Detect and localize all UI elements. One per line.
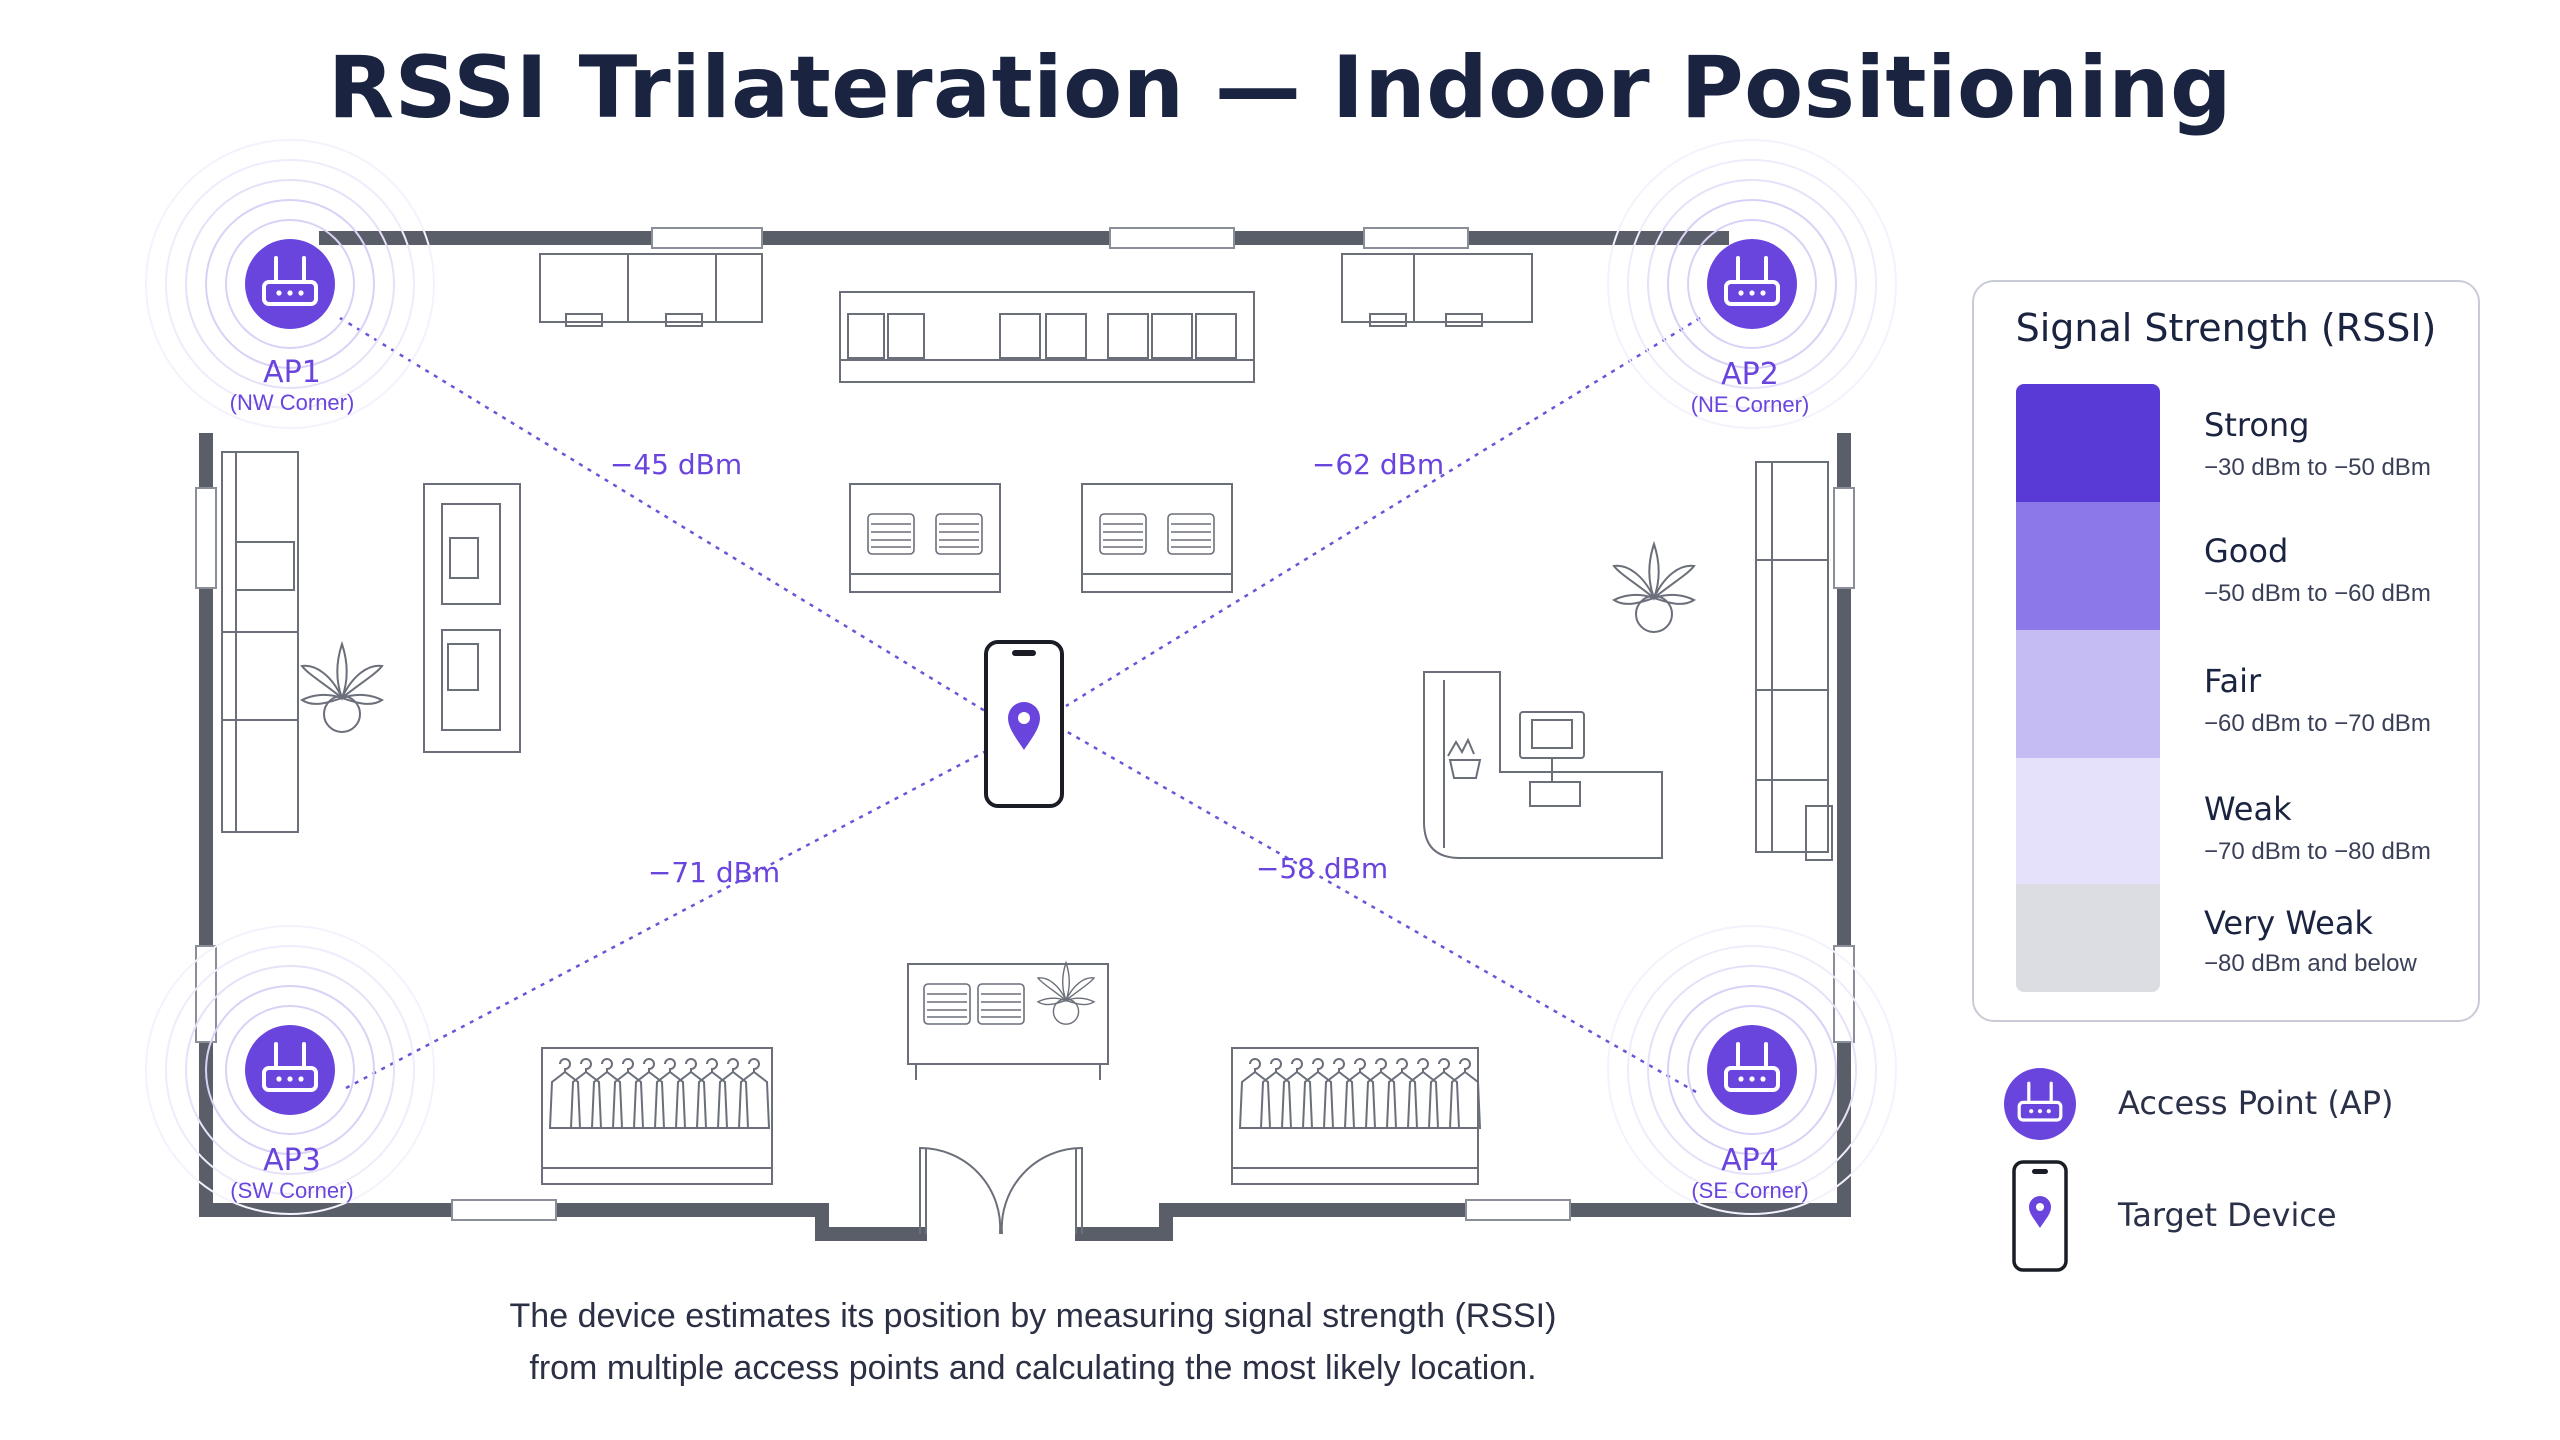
bottom-table [907,963,1109,1080]
swatch-weak [2016,758,2160,884]
caption-line-2: from multiple access points and calculat… [529,1349,1537,1387]
clothing-racks [541,1047,1479,1185]
plant-icon [1613,543,1695,633]
access-point-key-icon [2002,1066,2078,1142]
level-very-weak-range: −80 dBm and below [2204,950,2417,977]
level-very-weak-name: Very Weak [2204,904,2373,942]
ap3-location: (SW Corner) [230,1178,353,1203]
swatch-good [2016,502,2160,630]
checkout-counter [1423,671,1663,859]
level-good-range: −50 dBm to −60 dBm [2204,580,2431,607]
level-strong-name: Strong [2204,406,2310,444]
swatch-fair [2016,630,2160,758]
legend-title: Signal Strength (RSSI) [2015,306,2437,350]
target-device[interactable] [984,640,1064,808]
swatch-very-weak [2016,884,2160,992]
ap4-location: (SE Corner) [1691,1178,1808,1203]
windows [195,227,1855,1221]
ap1-location: (NW Corner) [230,390,355,415]
ap2-name: AP2 [1721,357,1779,392]
ap3-name: AP3 [263,1143,321,1178]
level-weak-range: −70 dBm to −80 dBm [2204,838,2431,865]
rssi-ap1: −45 dBm [610,448,742,481]
level-good-name: Good [2204,532,2289,570]
ap4-name: AP4 [1721,1143,1779,1178]
ap2-location: (NE Corner) [1691,392,1810,417]
signal-strength-legend: Signal Strength (RSSI) Strong −30 dBm to… [1972,280,2480,1022]
router-icon [1705,237,1799,331]
caption-line-1: The device estimates its position by mea… [509,1297,1557,1335]
signal-lines [339,316,1701,1094]
rssi-ap2: −62 dBm [1312,448,1444,481]
router-icon [243,1023,337,1117]
display-tables [849,483,1233,593]
rssi-ap4: −58 dBm [1256,852,1388,885]
page-title: RSSI Trilateration — Indoor Positioning [327,38,2233,138]
ap1-name: AP1 [263,355,321,390]
top-shelving [539,253,1533,383]
location-pin-icon [1008,702,1040,750]
plant-icon [301,643,383,733]
key-target-device-label: Target Device [2118,1196,2337,1234]
level-fair-name: Fair [2204,662,2262,700]
target-device-key-icon [2012,1160,2068,1272]
router-icon [243,237,337,331]
key-access-point-label: Access Point (AP) [2118,1084,2394,1122]
entrance-doors [919,1146,1083,1235]
caption: The device estimates its position by mea… [0,1290,2066,1394]
left-shelving [221,451,521,833]
level-weak-name: Weak [2204,790,2292,828]
level-strong-range: −30 dBm to −50 dBm [2204,454,2431,481]
right-shelving [1755,461,1833,861]
rssi-ap3: −71 dBm [648,856,780,889]
router-icon [1705,1023,1799,1117]
swatch-strong [2016,384,2160,502]
level-fair-range: −60 dBm to −70 dBm [2204,710,2431,737]
